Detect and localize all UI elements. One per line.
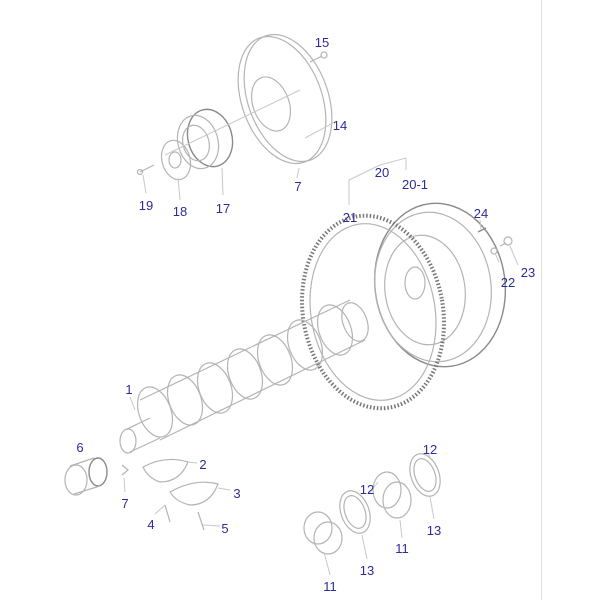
callout-6[interactable]: 6 [76,440,83,455]
callout-21[interactable]: 21 [343,210,357,225]
panel-divider [541,0,542,600]
part-24-pin[interactable] [477,227,487,233]
part-21-ring-gear[interactable] [287,204,459,419]
part-1-crankshaft[interactable] [119,299,373,454]
callout-19[interactable]: 19 [139,198,153,213]
callout-11-left[interactable]: 11 [323,579,337,594]
part-13-thrust-b[interactable] [404,450,445,501]
part-14-damper[interactable] [222,22,348,175]
callout-24[interactable]: 24 [474,206,488,221]
callout-11-right[interactable]: 11 [395,541,409,556]
callout-22[interactable]: 22 [501,275,515,290]
callout-3[interactable]: 3 [233,486,240,501]
callout-7-lower[interactable]: 7 [121,496,128,511]
callout-7-upper[interactable]: 7 [294,179,301,194]
callout-1[interactable]: 1 [125,382,132,397]
callout-2[interactable]: 2 [199,457,206,472]
part-23-bolt[interactable] [499,236,513,247]
callout-12-left[interactable]: 12 [360,482,374,497]
callout-23[interactable]: 23 [521,265,535,280]
part-13-thrust-a[interactable] [334,487,375,538]
callout-20[interactable]: 20 [375,165,389,180]
callout-14[interactable]: 14 [333,118,347,133]
callout-12-right[interactable]: 12 [423,442,437,457]
part-11-bearing-b[interactable] [372,471,412,519]
callout-20-1[interactable]: 20-1 [402,177,428,192]
callout-4[interactable]: 4 [147,517,154,532]
part-7-key[interactable] [121,464,129,476]
part-11-bearing-a[interactable] [303,511,343,555]
part-3-bearing-lower[interactable] [169,481,219,506]
part-18-plate[interactable] [157,137,194,183]
callout-13-right[interactable]: 13 [427,523,441,538]
part-17-pulley[interactable] [172,104,239,173]
part-6-gear[interactable] [64,457,108,496]
part-22-washer[interactable] [490,247,498,255]
callout-18[interactable]: 18 [173,204,187,219]
callout-13-left[interactable]: 13 [360,563,374,578]
part-15-bolt[interactable] [309,51,328,63]
part-19-bolt[interactable] [136,164,155,176]
part-2-bearing-upper[interactable] [142,458,189,483]
part-5-screw[interactable] [197,511,205,531]
part-20-1-flywheel[interactable] [364,195,516,375]
part-4-screw[interactable] [164,504,171,523]
callout-17[interactable]: 17 [216,201,230,216]
callout-15[interactable]: 15 [315,35,329,50]
callout-labels: 15 14 7 19 18 17 20 20-1 21 24 22 23 1 6… [76,35,535,594]
callout-5[interactable]: 5 [221,521,228,536]
